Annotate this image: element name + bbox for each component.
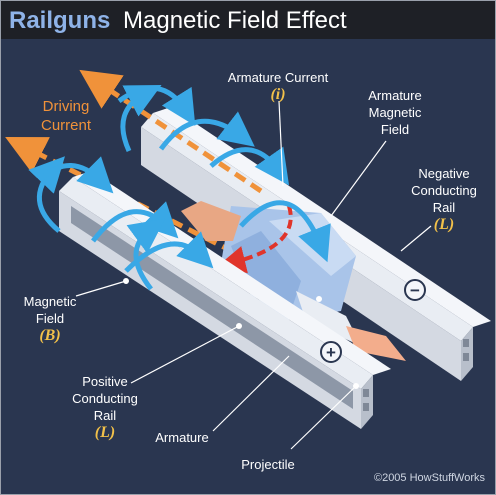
magnetic-field-symbol: (B) — [39, 327, 61, 344]
negative-conducting-rail-label: Negative Conducting Rail (L) — [399, 165, 489, 233]
title-brand: Railguns — [9, 7, 111, 34]
negative-sign-circle — [404, 279, 426, 301]
title-bar: Railguns Magnetic Field Effect — [1, 1, 495, 39]
projectile-label: Projectile — [241, 457, 295, 472]
armature-magnetic-field-label: Armature Magnetic Field — [368, 88, 422, 137]
projectile-shape — [296, 291, 406, 361]
positive-rail-symbol: (L) — [94, 424, 116, 441]
leader-dots — [123, 278, 359, 389]
driving-current-arrow-back — [79, 69, 263, 194]
positive-sign: + — [326, 343, 336, 362]
positive-conducting-rail-label: Positive Conducting Rail (L) — [67, 373, 143, 441]
armature-current-symbol: (i) — [270, 86, 286, 103]
negative-rail-symbol: (L) — [433, 216, 455, 233]
title-text: Magnetic Field Effect — [123, 7, 347, 34]
armature-label: Armature — [155, 430, 209, 445]
armature-current-label: Armature Current (i) — [205, 69, 351, 103]
magnetic-field-arrows — [28, 84, 331, 291]
armature-tab — [181, 201, 241, 241]
magnetic-field-label: Magnetic Field (B) — [11, 293, 89, 344]
negative-sign: − — [410, 281, 420, 300]
leader-lines — [75, 100, 432, 450]
armature-current-arrow — [217, 205, 293, 274]
copyright-text: ©2005 HowStuffWorks — [373, 472, 485, 484]
positive-sign-circle — [320, 341, 342, 363]
driving-current-label: Driving Current — [40, 98, 92, 134]
